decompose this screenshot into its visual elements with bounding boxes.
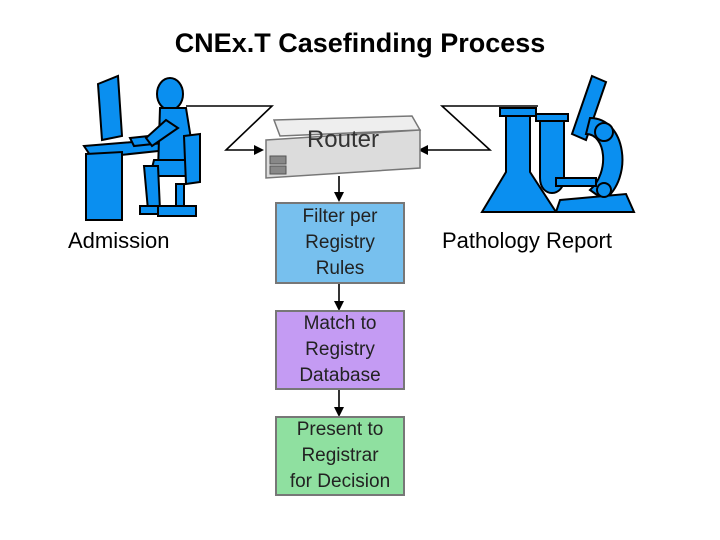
step-line: for Decision — [289, 471, 391, 492]
microscope-flask-icon — [480, 74, 636, 213]
step-line: Present to — [296, 419, 384, 440]
router-device: Router — [265, 115, 422, 179]
diagram-title: CNEx.T Casefinding Process — [174, 28, 546, 58]
step-filter-rules: Filter per Registry Rules — [275, 202, 405, 284]
router-label: Router — [307, 126, 379, 153]
pathology-connector — [418, 105, 538, 155]
admission-label: Admission — [68, 228, 170, 253]
step-match-database: Match to Registry Database — [275, 310, 405, 390]
step-line: Registry — [305, 339, 375, 360]
pathology-report-label: Pathology Report — [442, 228, 612, 253]
step-line: Match to — [303, 313, 377, 334]
person-at-computer-icon — [82, 74, 201, 221]
admission-connector — [186, 105, 274, 155]
step-line: Registry — [305, 232, 375, 253]
step-line: Rules — [315, 258, 365, 279]
step-line: Database — [299, 365, 381, 386]
step-line: Filter per — [302, 206, 378, 227]
step-line: Registrar — [301, 445, 379, 466]
step-present-registrar: Present to Registrar for Decision — [275, 416, 405, 496]
